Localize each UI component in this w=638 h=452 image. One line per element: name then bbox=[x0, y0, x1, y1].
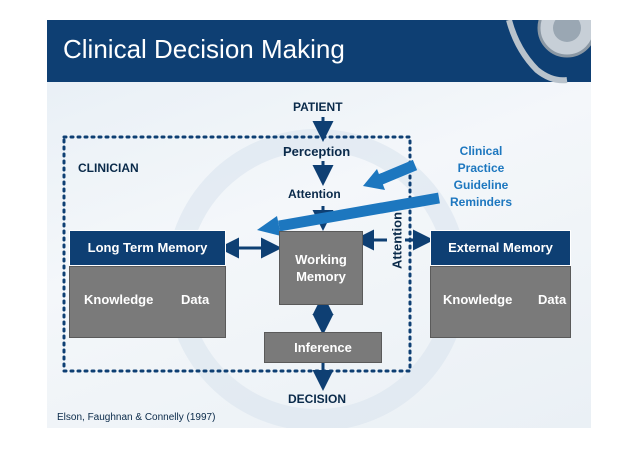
attention-vertical-label: Attention bbox=[389, 211, 405, 270]
external-memory-header: External Memory bbox=[430, 230, 571, 266]
working-memory-box: Working Memory bbox=[279, 231, 363, 305]
external-memory-box: Knowledge Data bbox=[430, 266, 571, 338]
reminder-line-4: Reminders bbox=[449, 195, 513, 209]
slide: Clinical Decision Making PATIENT Percept… bbox=[47, 20, 591, 428]
clinician-boundary bbox=[62, 135, 412, 373]
ext-knowledge: Knowledge bbox=[443, 292, 513, 307]
reminder-line-3: Guideline bbox=[453, 178, 509, 192]
reminder-line-1: Clinical bbox=[459, 144, 503, 158]
perception-label: Perception bbox=[283, 144, 351, 159]
ltm-knowledge: Knowledge bbox=[84, 292, 154, 307]
ext-data: Data bbox=[538, 292, 567, 307]
ltm-data: Data bbox=[181, 292, 210, 307]
inference-box: Inference bbox=[264, 332, 382, 363]
patient-label: PATIENT bbox=[293, 100, 343, 114]
citation: Elson, Faughnan & Connelly (1997) bbox=[57, 412, 216, 423]
stethoscope-icon bbox=[506, 20, 591, 84]
working-memory-line-1: Working bbox=[295, 252, 347, 267]
decision-label: DECISION bbox=[288, 392, 347, 406]
diagram-graphics bbox=[47, 20, 591, 428]
reminders-text: Clinical Practice Guideline Reminders bbox=[439, 143, 523, 211]
reminder-line-2: Practice bbox=[457, 161, 505, 175]
inference-label: Inference bbox=[294, 340, 352, 355]
attention-label: Attention bbox=[288, 187, 341, 201]
external-memory-title: External Memory bbox=[448, 240, 553, 255]
long-term-memory-title: Long Term Memory bbox=[87, 240, 208, 255]
slide-title: Clinical Decision Making bbox=[63, 34, 345, 64]
working-memory-line-2: Memory bbox=[296, 269, 346, 284]
header-bar bbox=[47, 20, 591, 82]
reminder-arrow-attention bbox=[363, 159, 418, 190]
reminder-arrow-memory bbox=[257, 192, 440, 236]
clinician-label: CLINICIAN bbox=[78, 161, 139, 175]
long-term-memory-header: Long Term Memory bbox=[69, 230, 226, 266]
long-term-memory-box: Knowledge Data bbox=[69, 266, 226, 338]
